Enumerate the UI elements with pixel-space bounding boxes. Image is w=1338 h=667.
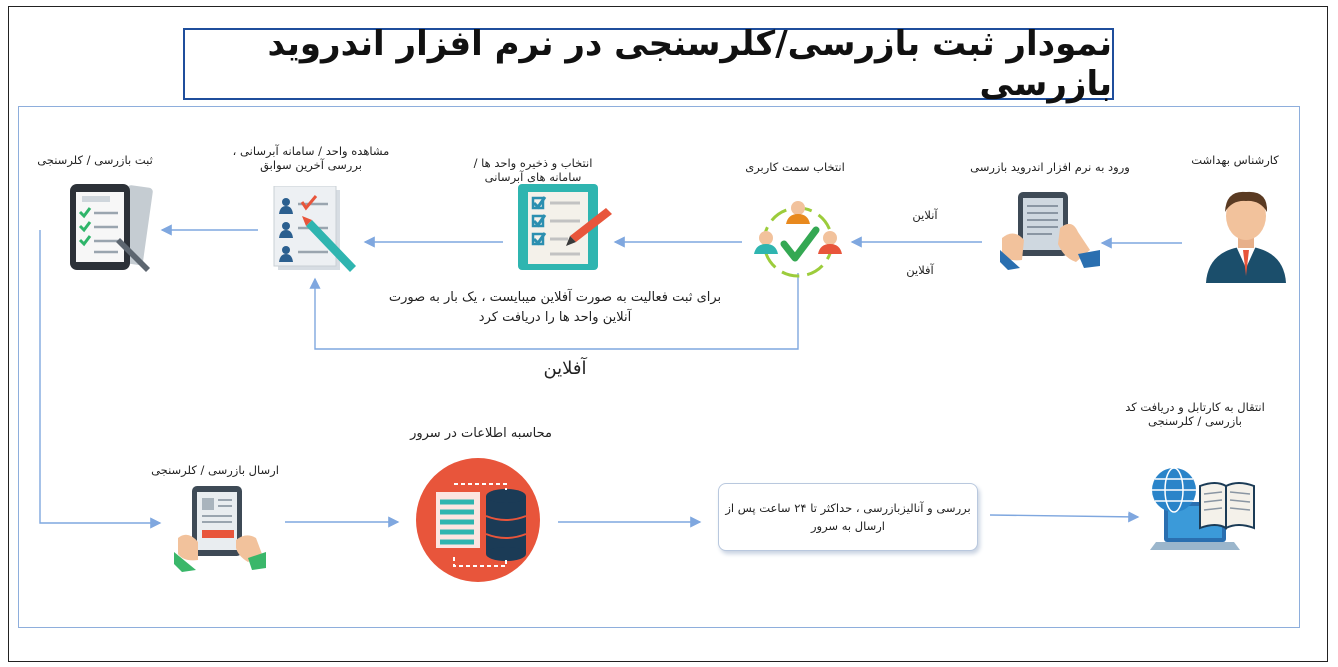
profile-doc-icon — [272, 185, 366, 278]
label-view-units: مشاهده واحد / سامانه آبرسانی ، بررسی آخر… — [232, 144, 390, 172]
arrow-offline-loop — [309, 273, 799, 350]
outer-frame — [8, 6, 1328, 662]
tablet-hand-icon — [1000, 188, 1100, 274]
label-send: ارسال بازرسی / کلرسنجی — [151, 463, 279, 477]
checklist-icon — [518, 184, 614, 276]
laptop-globe-book-icon — [1142, 464, 1256, 560]
diagram-area — [18, 106, 1300, 628]
label-select-units: انتخاب و ذخیره واحد ها / سامانه های آبرس… — [473, 156, 593, 184]
label-offline-big: آفلاین — [543, 358, 587, 379]
title-box: نمودار ثبت بازرسی/کلرسنجی در نرم افزار ا… — [183, 24, 1114, 104]
review-box: بررسی و آنالیزبازرسی ، حداکثر تا ۲۴ ساعت… — [718, 483, 978, 551]
database-icon — [414, 456, 542, 588]
users-check-icon — [752, 196, 844, 284]
phone-checklist-icon — [64, 178, 160, 278]
tablet-send-icon — [174, 484, 266, 576]
label-login: ورود به نرم افزار اندروید بازرسی — [970, 160, 1130, 174]
label-transfer: انتقال به کارتابل و دریافت کد بازرسی / ک… — [1125, 400, 1265, 428]
offline-note: برای ثبت فعالیت به صورت آفلاین میبایست ،… — [388, 290, 722, 325]
label-compute: محاسبه اطلاعات در سرور — [410, 426, 552, 441]
label-expert: کارشناس بهداشت — [1191, 153, 1279, 167]
arrow-register-send — [39, 230, 162, 529]
label-online: آنلاین — [912, 208, 938, 222]
person-icon — [1200, 188, 1292, 287]
page-title: نمودار ثبت بازرسی/کلرسنجی در نرم افزار ا… — [267, 24, 1113, 104]
arrow-review-transfer — [989, 511, 1140, 523]
review-box-text: بررسی و آنالیزبازرسی ، حداکثر تا ۲۴ ساعت… — [725, 501, 971, 533]
label-register: ثبت بازرسی / کلرسنجی — [37, 153, 153, 167]
label-offline: آفلاین — [906, 263, 934, 277]
label-role: انتخاب سمت کاربری — [745, 160, 845, 174]
